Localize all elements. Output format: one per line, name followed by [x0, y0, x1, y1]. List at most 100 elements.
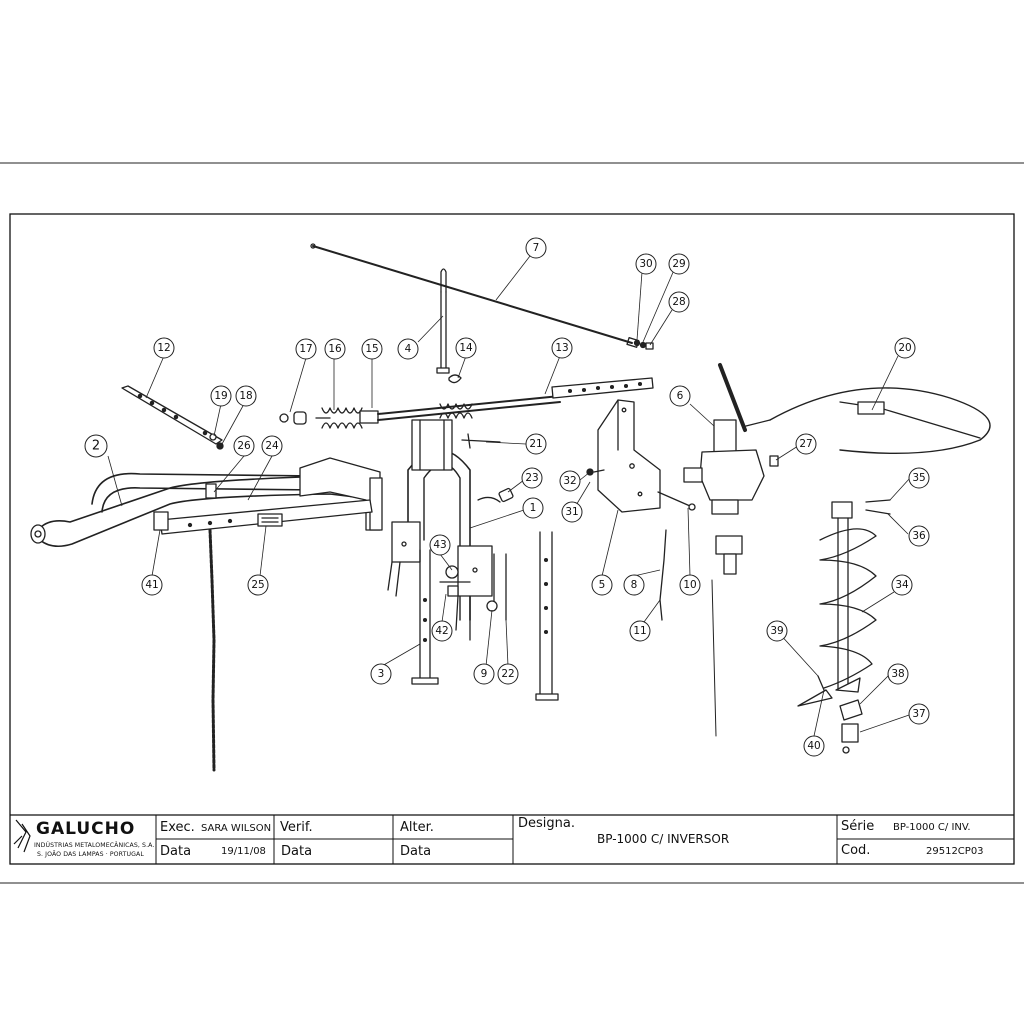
callout-10: 10: [679, 574, 701, 596]
cod-label: Cod.: [841, 843, 871, 858]
svg-text:5: 5: [599, 579, 606, 591]
callout-29: 29: [668, 253, 690, 275]
exec-label: Exec.: [160, 820, 195, 835]
svg-text:7: 7: [533, 242, 540, 254]
company-line-2: S. JOÃO DAS LAMPAS · PORTUGAL: [37, 851, 144, 858]
callout-37: 37: [908, 703, 930, 725]
svg-text:37: 37: [912, 708, 925, 720]
callout-18: 18: [235, 385, 257, 407]
part-frame-2: [30, 457, 383, 548]
callout-8: 8: [623, 574, 645, 596]
part-pin-35-36: [865, 499, 891, 515]
svg-text:23: 23: [525, 472, 538, 484]
callout-30: 30: [635, 253, 657, 275]
svg-text:35: 35: [912, 472, 925, 484]
svg-text:11: 11: [633, 625, 646, 637]
callout-20: 20: [894, 337, 916, 359]
svg-text:28: 28: [672, 296, 685, 308]
alter-date-label: Data: [400, 844, 432, 859]
svg-text:26: 26: [237, 440, 251, 452]
svg-text:8: 8: [631, 579, 638, 591]
part-arch-1: [387, 419, 493, 641]
callout-16: 16: [324, 338, 346, 360]
svg-text:6: 6: [677, 390, 684, 402]
exec-date-label: Data: [160, 844, 192, 859]
callout-42: 42: [431, 620, 453, 642]
callout-7: 7: [525, 237, 547, 259]
svg-text:32: 32: [563, 475, 576, 487]
part-flatbar-12: [121, 385, 223, 445]
callout-1: 1: [522, 497, 544, 519]
part-bracket-5: [597, 399, 661, 513]
exec-value: SARA WILSON: [201, 823, 272, 834]
callout-11: 11: [629, 620, 651, 642]
svg-text:29: 29: [672, 258, 685, 270]
callout-24: 24: [261, 435, 283, 457]
part-leg-3: [411, 549, 439, 685]
svg-text:4: 4: [405, 343, 412, 355]
svg-text:38: 38: [891, 668, 904, 680]
callout-39: 39: [766, 620, 788, 642]
part-27: [769, 455, 779, 467]
galucho-logo-mark: [13, 819, 31, 853]
svg-text:13: 13: [555, 342, 568, 354]
svg-text:42: 42: [435, 625, 448, 637]
callout-41: 41: [141, 574, 163, 596]
callout-9: 9: [473, 663, 495, 685]
designa-value: BP-1000 C/ INVERSOR: [597, 832, 730, 846]
callout-14: 14: [455, 337, 477, 359]
part-pin-43-42: [439, 565, 471, 597]
svg-text:18: 18: [239, 390, 252, 402]
callout-27: 27: [795, 433, 817, 455]
part-rod-7: [310, 243, 640, 348]
part-clip-14: [448, 374, 462, 384]
part-guard-20: [769, 387, 991, 455]
part-23: [498, 487, 514, 503]
svg-text:1: 1: [530, 502, 537, 514]
svg-text:34: 34: [895, 579, 909, 591]
svg-text:2: 2: [92, 439, 100, 454]
part-pins-9-22: [486, 553, 507, 621]
svg-text:9: 9: [481, 668, 488, 680]
callout-6: 6: [669, 385, 691, 407]
svg-text:20: 20: [898, 342, 911, 354]
svg-text:16: 16: [328, 343, 342, 355]
callout-26: 26: [233, 435, 255, 457]
svg-text:41: 41: [145, 579, 158, 591]
callout-13: 13: [551, 337, 573, 359]
callout-28: 28: [668, 291, 690, 313]
svg-text:40: 40: [807, 740, 820, 752]
callout-2: 2: [84, 434, 108, 458]
callout-32: 32: [559, 470, 581, 492]
cod-value: 29512CP03: [926, 846, 984, 857]
part-21: [461, 433, 501, 449]
part-tip-37-38: [817, 675, 863, 754]
callout-34: 34: [891, 574, 913, 596]
callout-4: 4: [397, 338, 419, 360]
svg-text:25: 25: [251, 579, 264, 591]
svg-text:19: 19: [214, 390, 227, 402]
part-chain: [208, 528, 216, 772]
svg-text:12: 12: [157, 342, 170, 354]
company-name: GALUCHO: [36, 819, 136, 839]
callout-38: 38: [887, 663, 909, 685]
leader-lines: [107, 255, 913, 737]
part-hanger-4: [436, 268, 450, 374]
drawing-border: [9, 213, 1015, 865]
svg-text:31: 31: [565, 506, 578, 518]
svg-text:30: 30: [639, 258, 652, 270]
callout-43: 43: [429, 534, 451, 556]
svg-text:36: 36: [912, 530, 926, 542]
callout-22: 22: [497, 663, 519, 685]
part-spring-assembly: [279, 377, 654, 429]
callout-19: 19: [210, 385, 232, 407]
part-bolt-19-18: [209, 433, 224, 450]
serie-label: Série: [841, 819, 875, 834]
exec-date-value: 19/11/08: [221, 846, 266, 857]
part-auger-34: [797, 501, 877, 707]
svg-text:43: 43: [433, 539, 446, 551]
part-washers-30-29-28: [633, 339, 654, 350]
part-gearbox-6: [683, 363, 771, 737]
callout-3: 3: [370, 663, 392, 685]
